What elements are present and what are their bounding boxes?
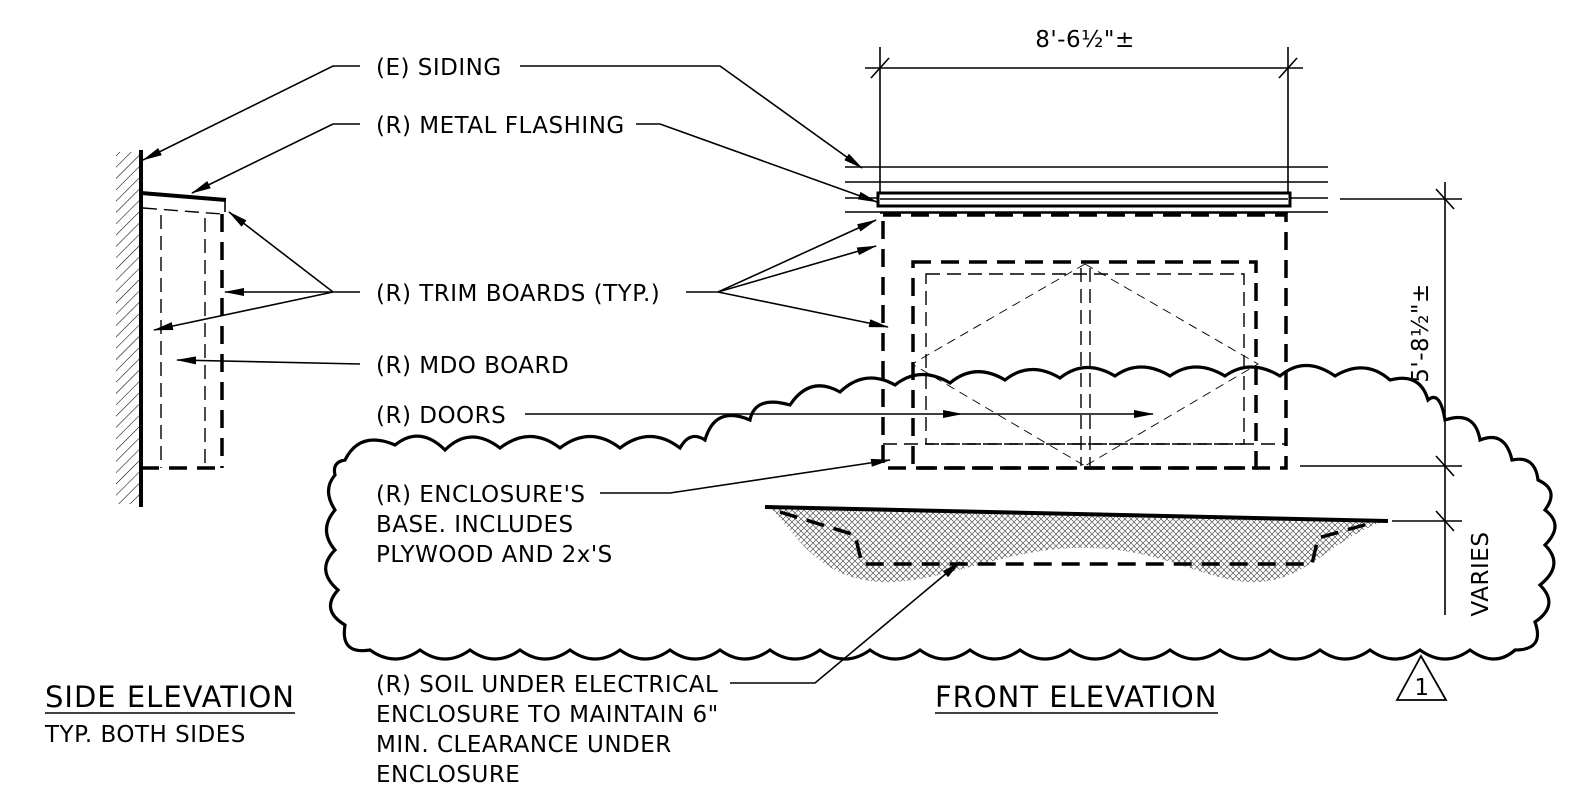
- callout-labels: (E) SIDING (R) METAL FLASHING (R) TRIM B…: [376, 55, 719, 788]
- callout-mdo-board: (R) MDO BOARD: [376, 353, 569, 379]
- callout-base-line-3: PLYWOOD AND 2x'S: [376, 542, 613, 568]
- dimension-width: 8'-6½"±: [865, 27, 1303, 192]
- side-elevation-title: SIDE ELEVATION: [45, 680, 295, 714]
- enclosure-outline: [881, 213, 1288, 470]
- revision-cloud: [324, 364, 1557, 661]
- side-elevation-subtitle: TYP. BOTH SIDES: [44, 722, 246, 748]
- callout-leaders: [142, 65, 1154, 684]
- side-top-dash: [142, 207, 223, 215]
- callout-soil-line-1: (R) SOIL UNDER ELECTRICAL: [376, 672, 718, 698]
- leader-base: [600, 458, 891, 494]
- leader-flashing-front: [636, 123, 878, 203]
- grade-line: [764, 505, 1389, 523]
- side-elevation-view: [116, 150, 227, 507]
- front-elevation-view: [764, 166, 1389, 583]
- callout-soil-line-3: MIN. CLEARANCE UNDER: [376, 732, 672, 758]
- clearance-dimension-text: VARIES: [1468, 532, 1494, 617]
- height-dimension-text: 5'-8½"±: [1408, 283, 1434, 383]
- leader-soil: [730, 561, 961, 684]
- leader-mdo: [176, 356, 361, 365]
- leader-flashing-side: [191, 123, 360, 194]
- leader-siding-side: [142, 65, 360, 161]
- leader-trim-front-1: [686, 219, 877, 293]
- callout-base-line-1: (R) ENCLOSURE'S: [376, 482, 586, 508]
- revision-triangle: [1395, 654, 1448, 701]
- callout-doors: (R) DOORS: [376, 403, 506, 429]
- callout-siding: (E) SIDING: [376, 55, 502, 81]
- width-dimension-text: 8'-6½"±: [1035, 27, 1135, 53]
- callout-base-line-2: BASE. INCLUDES: [376, 512, 574, 538]
- callout-flashing: (R) METAL FLASHING: [376, 113, 625, 139]
- existing-wall-hatch: [116, 152, 141, 504]
- callout-soil-line-2: ENCLOSURE TO MAINTAIN 6": [376, 702, 719, 728]
- front-elevation-title-block: FRONT ELEVATION: [935, 680, 1218, 714]
- door-swing-left: [911, 263, 1086, 467]
- dimension-height: 5'-8½"± VARIES: [1300, 182, 1494, 616]
- revision-delta: 1: [1395, 654, 1448, 701]
- leader-trim-side-3: [153, 291, 334, 331]
- callout-trim-boards: (R) TRIM BOARDS (TYP.): [376, 281, 660, 307]
- front-elevation-title: FRONT ELEVATION: [935, 680, 1217, 714]
- door-inner-frame: [925, 273, 1245, 445]
- leader-trim-front-3: [717, 291, 889, 328]
- leader-trim-front-2: [717, 245, 877, 293]
- callout-soil-line-4: ENCLOSURE: [376, 762, 520, 788]
- leader-siding-front: [520, 65, 863, 169]
- side-flashing: [140, 191, 227, 202]
- door-frame: [911, 260, 1258, 470]
- side-elevation-title-block: SIDE ELEVATION TYP. BOTH SIDES: [44, 680, 295, 748]
- door-swing-right: [1084, 263, 1259, 467]
- revision-number: 1: [1414, 675, 1429, 701]
- excavation-line: [779, 510, 1376, 566]
- leader-trim-side-1: [228, 211, 360, 293]
